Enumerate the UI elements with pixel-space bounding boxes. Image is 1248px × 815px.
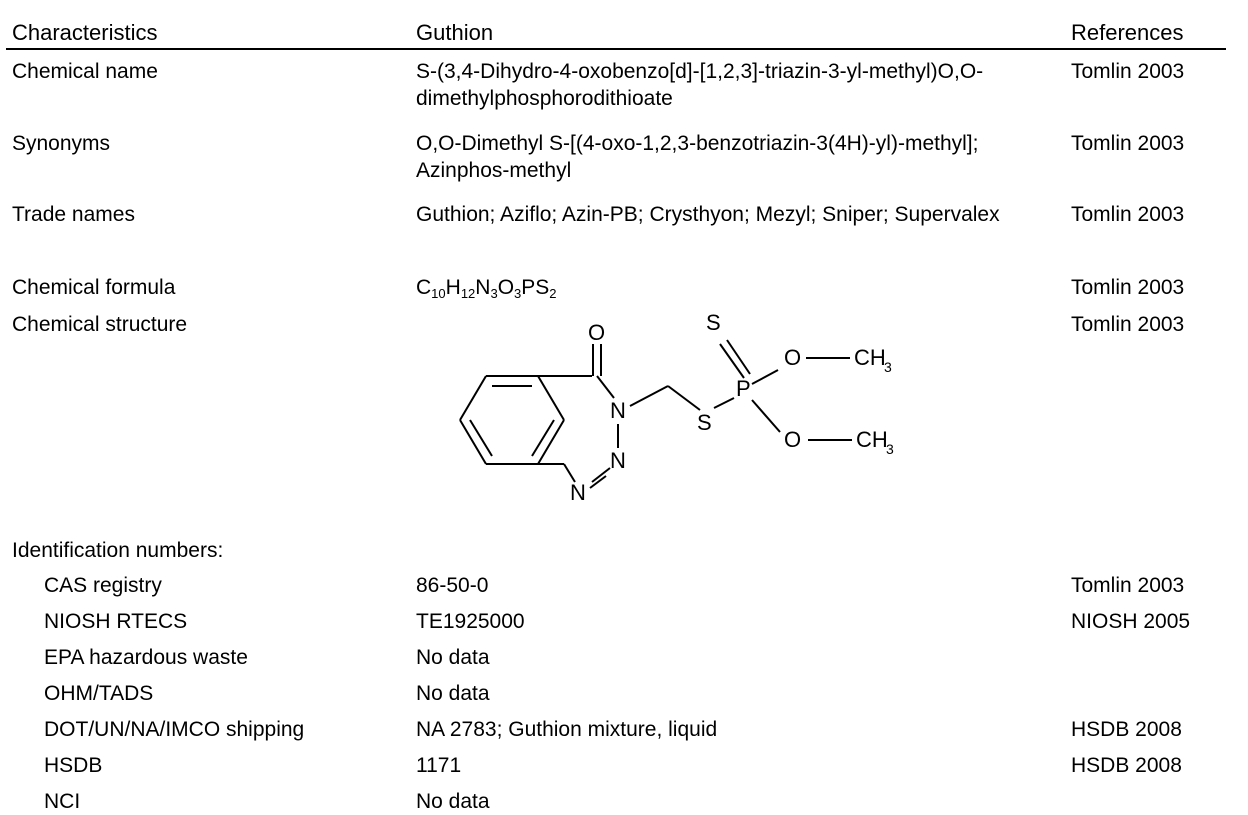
id-label: HSDB xyxy=(44,754,103,777)
formula-element: C xyxy=(416,276,432,299)
bond xyxy=(751,399,781,433)
bond xyxy=(589,475,607,489)
bond xyxy=(459,375,487,421)
formula-element: N xyxy=(475,276,491,299)
id-reference: NIOSH 2005 xyxy=(1071,610,1191,633)
id-reference: HSDB 2008 xyxy=(1071,754,1182,777)
atom-label: S xyxy=(697,410,712,435)
bond xyxy=(591,467,611,483)
formula-subscript: 12 xyxy=(460,286,476,301)
atom-label: CH xyxy=(854,345,886,370)
id-value: No data xyxy=(416,682,490,705)
bond xyxy=(713,397,735,409)
id-label: OHM/TADS xyxy=(44,682,154,705)
id-reference: HSDB 2008 xyxy=(1071,718,1182,741)
row-label: Chemical name xyxy=(12,60,158,83)
identification-title: Identification numbers: xyxy=(12,539,224,562)
characteristics-table: Characteristics Guthion References Chemi… xyxy=(6,10,1226,813)
formula-subscript: 3 xyxy=(490,286,498,301)
bond xyxy=(563,463,576,483)
atom-label: P xyxy=(736,376,751,401)
row-value: O,O-Dimethyl S-[(4-oxo-1,2,3-benzotriazi… xyxy=(416,132,979,182)
structure-bonds xyxy=(459,339,852,489)
id-label: EPA hazardous waste xyxy=(44,646,248,669)
row-label: Synonyms xyxy=(12,132,111,155)
id-value: 86-50-0 xyxy=(416,574,489,597)
id-value: TE1925000 xyxy=(416,610,525,633)
header-characteristics: Characteristics xyxy=(12,20,158,45)
bond xyxy=(596,375,615,399)
id-label: DOT/UN/NA/IMCO shipping xyxy=(44,718,305,741)
id-value: No data xyxy=(416,646,490,669)
formula-subscript: 3 xyxy=(514,286,522,301)
atom-label: O xyxy=(784,345,801,370)
row-label: Chemical formula xyxy=(12,276,176,299)
atom-label: N xyxy=(570,480,586,505)
bond xyxy=(537,419,565,465)
row-label: Trade names xyxy=(12,203,135,226)
bond xyxy=(459,419,487,465)
structure-atoms: O S N S P O CH 3 O CH 3 N N xyxy=(570,313,894,505)
formula-element: O xyxy=(497,276,515,299)
id-value: NA 2783; Guthion mixture, liquid xyxy=(416,718,718,741)
row-reference: Tomlin 2003 xyxy=(1071,203,1185,226)
row-value: S-(3,4-Dihydro-4-oxobenzo[d]-[1,2,3]-tri… xyxy=(416,60,984,110)
row-reference: Tomlin 2003 xyxy=(1071,313,1185,336)
row-label: Chemical structure xyxy=(12,313,188,336)
row-value: Guthion; Aziflo; Azin-PB; Crysthyon; Mez… xyxy=(416,203,1000,226)
bond xyxy=(751,369,779,385)
chemical-structure-diagram: O S N S P O CH 3 O CH 3 N N xyxy=(459,313,894,505)
id-value: 1171 xyxy=(416,754,462,777)
row-reference: Tomlin 2003 xyxy=(1071,132,1185,155)
formula-subscript: 2 xyxy=(549,286,557,301)
bond xyxy=(726,339,751,375)
header-references: References xyxy=(1071,20,1184,45)
bond xyxy=(629,385,669,407)
row-reference: Tomlin 2003 xyxy=(1071,276,1185,299)
bond xyxy=(667,385,701,411)
atom-label: O xyxy=(588,320,605,345)
atom-subscript: 3 xyxy=(884,359,892,375)
atom-label: N xyxy=(610,448,626,473)
bond xyxy=(537,375,565,421)
id-value: No data xyxy=(416,790,490,813)
id-label: NIOSH RTECS xyxy=(44,610,188,633)
header-substance: Guthion xyxy=(416,20,494,45)
bond xyxy=(469,419,493,457)
id-label: CAS registry xyxy=(44,574,162,597)
bond xyxy=(719,343,745,379)
atom-label: CH xyxy=(856,427,888,452)
row-reference: Tomlin 2003 xyxy=(1071,60,1185,83)
formula-element: PS xyxy=(521,276,550,299)
id-reference: Tomlin 2003 xyxy=(1071,574,1185,597)
bond xyxy=(531,419,555,457)
chemical-formula: C10H12N3O3PS2 xyxy=(416,274,1056,301)
id-label: NCI xyxy=(44,790,81,813)
atom-subscript: 3 xyxy=(886,441,894,457)
atom-label: O xyxy=(784,427,801,452)
atom-label: N xyxy=(610,398,626,423)
formula-element: H xyxy=(445,276,461,299)
formula-subscript: 10 xyxy=(431,286,446,301)
table-header: Characteristics Guthion References xyxy=(6,10,1226,50)
atom-label: S xyxy=(706,313,721,335)
